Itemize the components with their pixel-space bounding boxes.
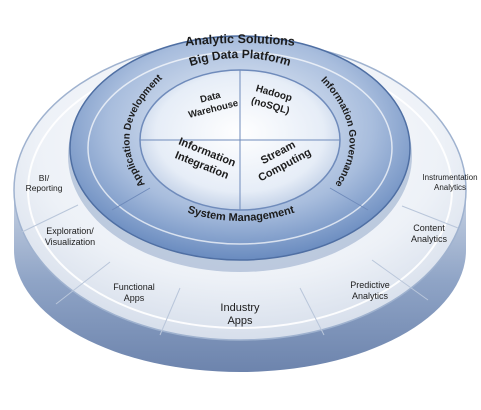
segment-industry-apps: Industry Apps bbox=[220, 302, 260, 327]
core-label-line: Data bbox=[199, 90, 222, 106]
segment-content-analytics: Content Analytics bbox=[411, 223, 448, 244]
divider bbox=[159, 287, 181, 336]
segment-label-line: Exploration/ bbox=[46, 226, 94, 236]
inner-core bbox=[111, 69, 369, 211]
divider bbox=[21, 204, 79, 233]
divider bbox=[299, 287, 325, 336]
segment-instrumentation-analytics: Instrumentation Analytics bbox=[422, 173, 477, 192]
segment-predictive-analytics: Predictive Analytics bbox=[350, 280, 390, 301]
ring-divider-right bbox=[329, 187, 369, 211]
segment-exploration: Exploration/ Visualization bbox=[45, 226, 95, 247]
segment-label-line: Predictive bbox=[350, 280, 390, 290]
segment-label-line: BI/ bbox=[39, 173, 50, 183]
ring-highlight bbox=[87, 51, 393, 245]
segment-functional-apps: Functional Apps bbox=[113, 282, 155, 303]
ring-divider-left bbox=[111, 187, 151, 211]
segment-label-line: Analytics bbox=[411, 234, 448, 244]
segment-bi-reporting: BI/ Reporting bbox=[26, 173, 63, 193]
outer-dividers bbox=[21, 204, 459, 336]
segment-label-line: Analytics bbox=[352, 291, 389, 301]
segment-label-line: Functional bbox=[113, 282, 155, 292]
segment-label-line: Content bbox=[413, 223, 445, 233]
divider bbox=[55, 261, 111, 305]
segment-label-line: Apps bbox=[124, 293, 145, 303]
segment-label-line: Industry bbox=[220, 302, 260, 314]
segment-label-line: Instrumentation bbox=[422, 173, 477, 182]
divider bbox=[371, 259, 429, 301]
divider bbox=[401, 205, 459, 229]
segment-label-line: Visualization bbox=[45, 237, 95, 247]
segment-label-line: Apps bbox=[227, 315, 253, 327]
segment-label-line: Reporting bbox=[26, 183, 63, 193]
segment-label-line: Analytics bbox=[434, 183, 466, 192]
outer-title: Analytic Solutions bbox=[184, 32, 295, 49]
